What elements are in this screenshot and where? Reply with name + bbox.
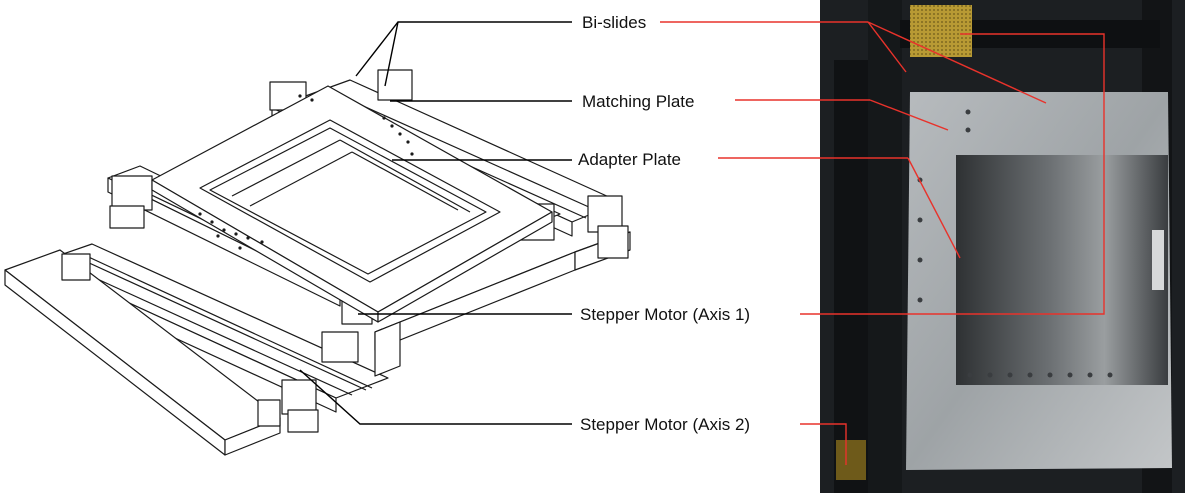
photo-panel (820, 0, 1185, 493)
label-bi-slides: Bi-slides (582, 13, 646, 32)
stepper-motor-photo (910, 5, 972, 57)
leader-bi-slides-red-2 (867, 21, 907, 73)
leader-lines (299, 21, 1105, 465)
label-stepper-motor-axis-2: Stepper Motor (Axis 2) (580, 415, 750, 434)
matching-plate-frame (151, 85, 553, 323)
labels: Bi-slides Matching Plate Adapter Plate S… (574, 10, 798, 436)
leader-matching-plate-red-2 (869, 99, 949, 131)
leader-adapter-plate-red-2 (907, 157, 961, 259)
screw-holes (198, 94, 414, 250)
leader-axis2-red (800, 423, 847, 465)
cad-drawing (4, 69, 631, 456)
motor-housing-axis-2 (4, 249, 281, 456)
leader-axis2-black (299, 369, 572, 425)
leader-bi-slides-red-3 (867, 21, 1047, 104)
leader-bi-slides-black-2 (384, 21, 399, 87)
label-adapter-plate: Adapter Plate (578, 150, 681, 169)
leader-axis1-red (800, 33, 1105, 315)
label-matching-plate: Matching Plate (582, 92, 694, 111)
end-blocks (61, 69, 629, 433)
inner-window-photo (956, 155, 1168, 385)
label-stepper-motor-axis-1: Stepper Motor (Axis 1) (580, 305, 750, 324)
